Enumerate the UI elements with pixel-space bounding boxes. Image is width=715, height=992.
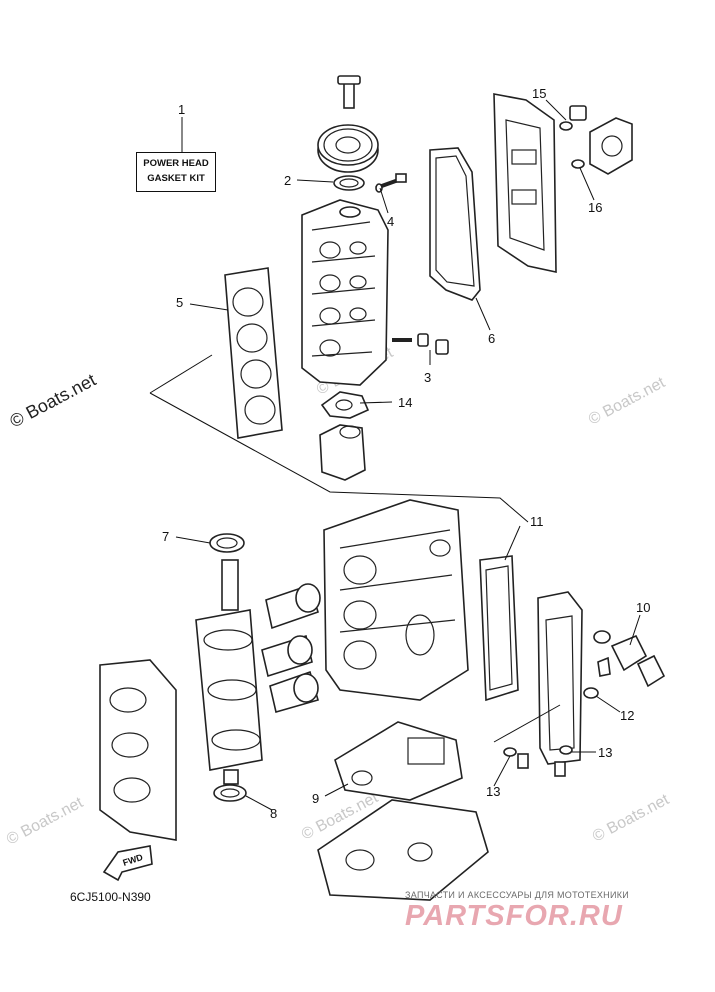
- fwd-arrow: FWD: [102, 845, 153, 882]
- intake-manifold: [99, 659, 177, 841]
- site-footer: ЗАПЧАСТИ И АКСЕССУАРЫ ДЛЯ МОТОТЕХНИКИ PA…: [405, 890, 705, 933]
- diagram-code: 6CJ5100-N390: [70, 890, 151, 904]
- callout-5: 5: [176, 295, 183, 310]
- lower-plate: [317, 799, 489, 901]
- head-gasket-5: [224, 267, 283, 439]
- group-frame-line: [149, 354, 213, 394]
- group-frame-line: [149, 392, 529, 523]
- gasket-6-inner: [435, 155, 475, 287]
- callout-12: 12: [620, 708, 634, 723]
- watermark-faint: © Boats.net: [590, 791, 672, 846]
- callout-10: 10: [636, 600, 650, 615]
- callout-7: 7: [162, 529, 169, 544]
- gasket-11-inner: [485, 565, 513, 691]
- callout-15: 15: [532, 86, 546, 101]
- gasket-6: [429, 147, 481, 301]
- callout-6: 6: [488, 331, 495, 346]
- exhaust-cover-top: [493, 93, 557, 273]
- fuel-pump: [559, 105, 633, 175]
- leader-lines: [175, 99, 641, 811]
- pistons: [261, 583, 321, 714]
- gasket-9: [334, 721, 463, 801]
- callout-3: 3: [424, 370, 431, 385]
- callout-8: 8: [270, 806, 277, 821]
- oil-seal-7: [209, 533, 245, 553]
- callout-16: 16: [588, 200, 602, 215]
- callout-13: 13: [598, 745, 612, 760]
- gasket-kit-box: POWER HEAD GASKET KIT: [136, 152, 216, 192]
- kit-line-2: GASKET KIT: [147, 173, 205, 184]
- callout-13b: 13: [486, 784, 500, 799]
- callout-11: 11: [530, 514, 544, 529]
- plug-3: [392, 333, 449, 355]
- exhaust-cover-bottom: [503, 591, 666, 777]
- watermark-faint: © Boats.net: [586, 374, 668, 429]
- cylinder-head: [301, 199, 389, 386]
- callout-14: 14: [398, 395, 412, 410]
- footer-tagline: ЗАПЧАСТИ И АКСЕССУАРЫ ДЛЯ МОТОТЕХНИКИ: [405, 890, 630, 900]
- crankshaft: [195, 559, 263, 785]
- watermark-faint: © Boats.net: [4, 794, 86, 849]
- watermark-main: © Boats.net: [6, 370, 99, 432]
- callout-4: 4: [387, 214, 394, 229]
- callout-1: 1: [178, 102, 185, 117]
- thermostat-housing: [319, 391, 370, 481]
- cam-pulley: [317, 75, 379, 173]
- callout-2: 2: [284, 173, 291, 188]
- oil-seal-2: [333, 175, 365, 191]
- footer-logo: PARTSFOR.RU: [405, 900, 623, 932]
- oil-seal-8: [213, 784, 247, 802]
- callout-9: 9: [312, 791, 319, 806]
- cylinder-block: [323, 499, 469, 701]
- kit-line-1: POWER HEAD: [143, 158, 209, 169]
- callout-labels: 1 2 3 4 5 6 7 8 9 10 11 12 13 13 14 15 1…: [162, 86, 650, 821]
